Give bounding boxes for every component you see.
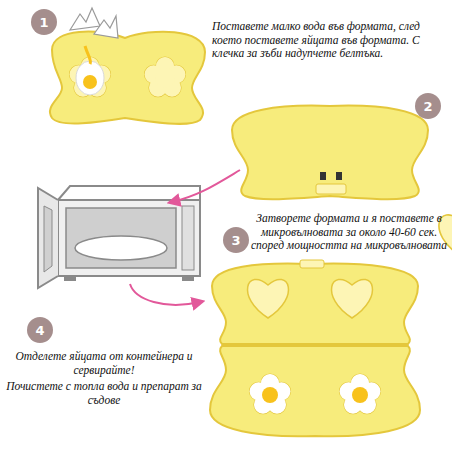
callout-number: 2 <box>423 99 432 114</box>
callout-number: 1 <box>39 15 48 30</box>
step-number: 1 <box>31 9 57 35</box>
instruction-text: Поставете малко вода във формата, след к… <box>212 20 446 61</box>
callout-number: 3 <box>231 233 240 248</box>
instruction-text: Почистете с топла вода и препарат за съд… <box>6 380 202 407</box>
step-number: 3 <box>223 227 249 253</box>
instruction-text: Отделете яйцата от контейнера и сервирай… <box>6 350 202 377</box>
step-number: 2 <box>415 93 441 119</box>
callout-number: 4 <box>35 323 44 338</box>
instruction-text: Затворете формата и я поставете в микров… <box>250 212 448 253</box>
egg-mold-result <box>210 260 420 436</box>
egg-mold-open <box>50 8 205 124</box>
step-number: 4 <box>27 317 53 343</box>
flow-arrow <box>130 284 200 305</box>
flow-arrow <box>172 170 240 202</box>
egg-mold-closed <box>232 106 452 256</box>
